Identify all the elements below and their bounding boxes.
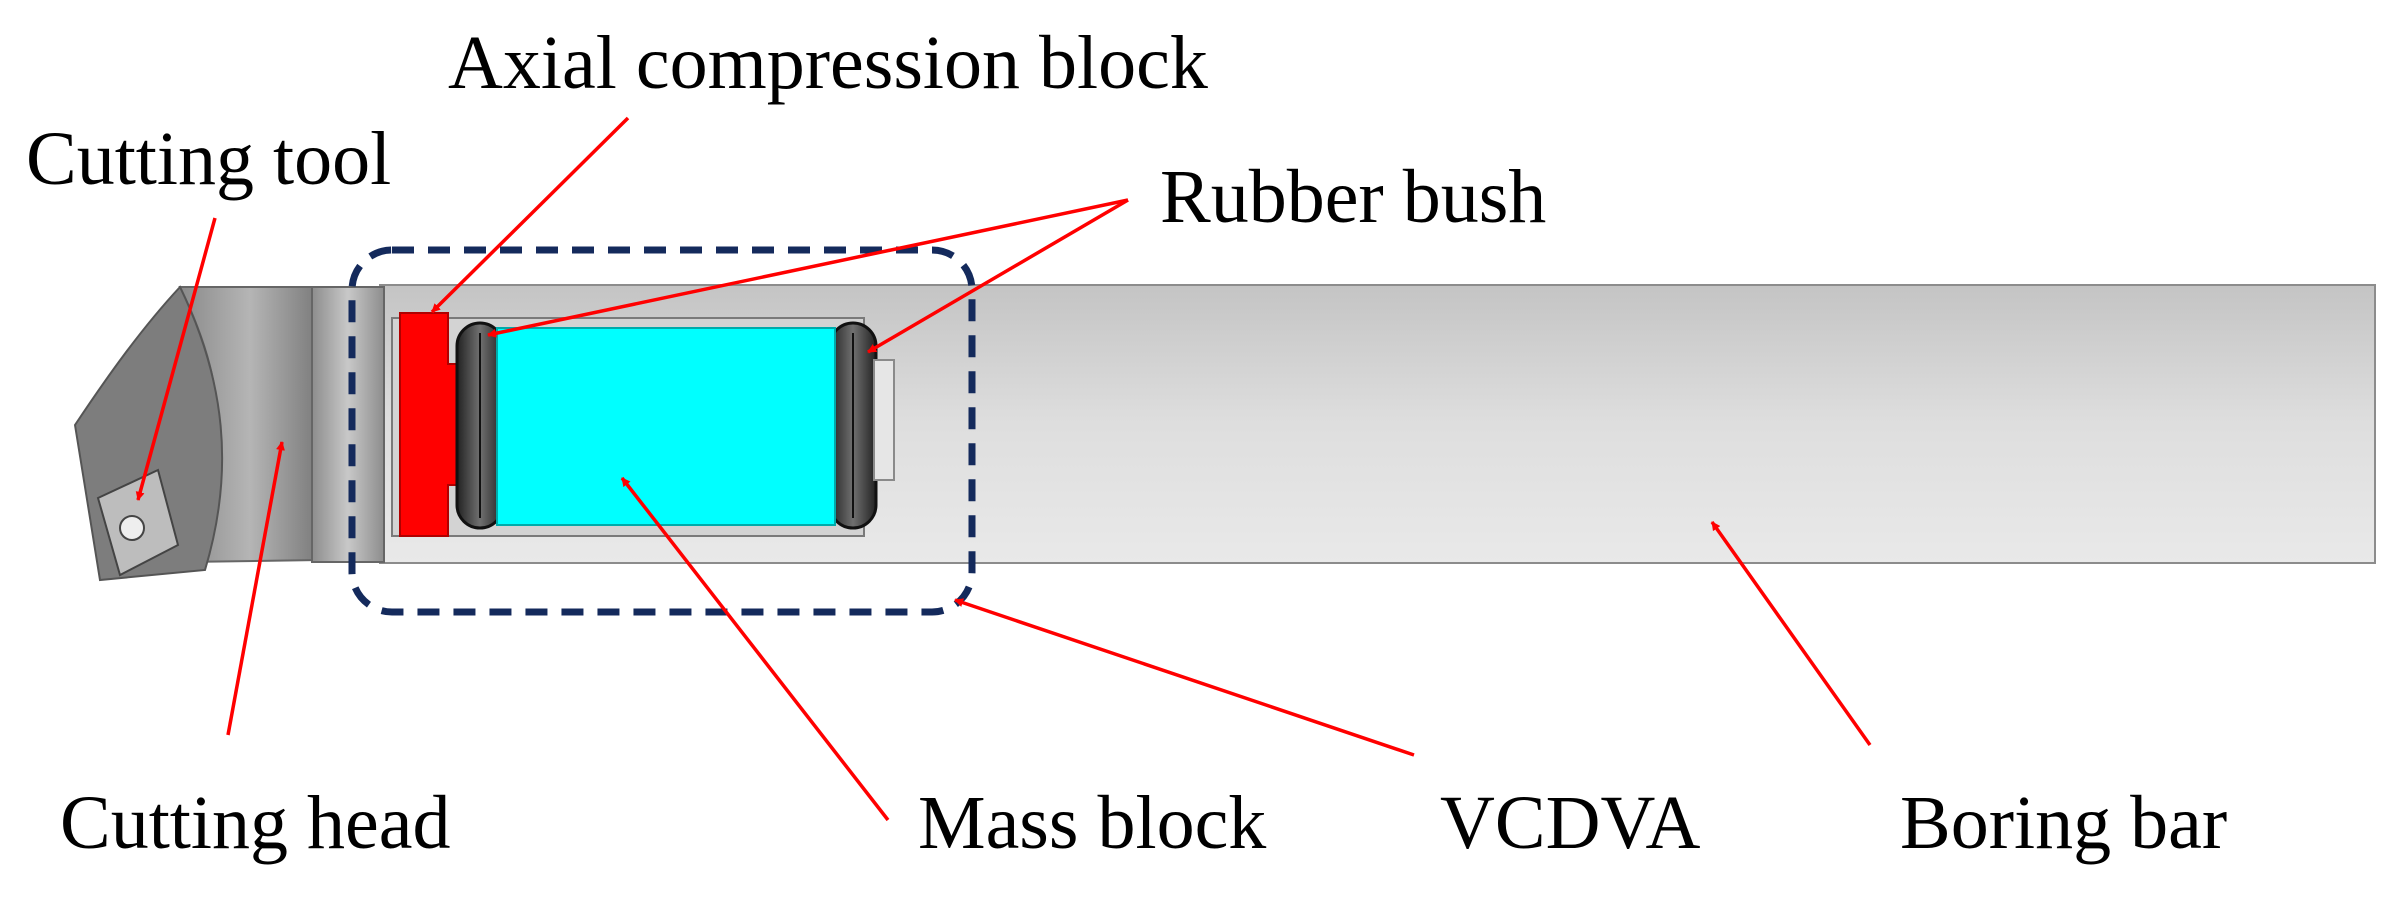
label-vcdva: VCDVA bbox=[1440, 781, 1701, 865]
mass-block bbox=[496, 327, 836, 526]
arrow-mass-block bbox=[620, 476, 890, 822]
leader-arrows bbox=[135, 116, 1872, 822]
label-cutting-tool: Cutting tool bbox=[26, 117, 391, 201]
label-axial-compression-block: Axial compression block bbox=[448, 21, 1208, 105]
arrow-cutting-tool bbox=[135, 217, 217, 501]
arrow-rubber-bush-left bbox=[487, 198, 1129, 338]
label-cutting-head: Cutting head bbox=[60, 781, 451, 865]
label-mass-block: Mass block bbox=[918, 781, 1266, 865]
head-collar bbox=[311, 286, 385, 563]
arrow-boring-bar bbox=[1710, 520, 1872, 747]
end-plug bbox=[873, 359, 895, 481]
arrow-cutting-head bbox=[226, 441, 285, 736]
label-rubber-bush: Rubber bush bbox=[1160, 155, 1546, 239]
arrow-rubber-bush-right bbox=[867, 198, 1129, 354]
insert-screw-icon bbox=[119, 515, 145, 541]
arrow-axial-compression-block bbox=[430, 116, 630, 314]
arrow-vcdva bbox=[954, 598, 1415, 757]
label-boring-bar: Boring bar bbox=[1900, 781, 2227, 865]
vcdva-dashed-boundary bbox=[348, 246, 976, 616]
